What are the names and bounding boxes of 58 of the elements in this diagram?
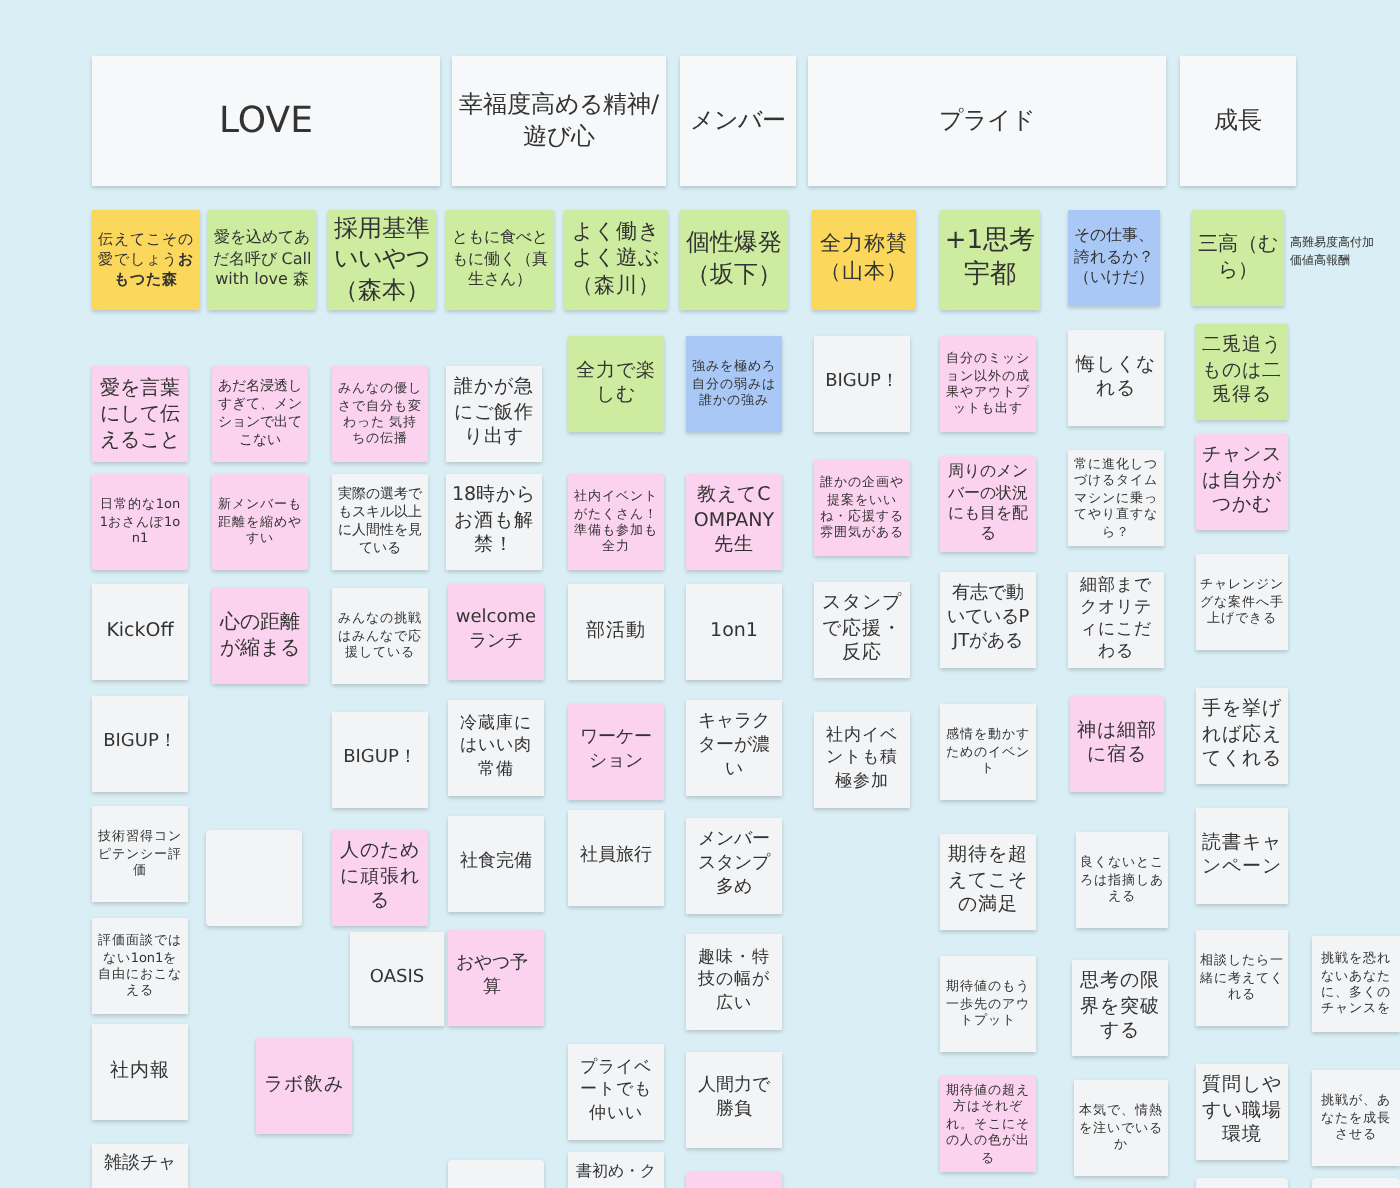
sticky-note: 愛を込めてあだ名呼び Call with love 森 bbox=[208, 210, 316, 310]
sticky-note: 社内報 bbox=[92, 1024, 188, 1120]
sticky-note: ともに食べともに働く（真生さん） bbox=[446, 210, 554, 310]
sticky-note: 神は細部に宿る bbox=[1070, 696, 1164, 792]
sticky-note: その仕事、誇れるか？（いけだ） bbox=[1068, 210, 1160, 306]
sticky-note: 人間力で勝負 bbox=[686, 1052, 782, 1148]
header-card: メンバー bbox=[680, 56, 796, 186]
sticky-note: 趣味・特技の幅が広い bbox=[686, 934, 782, 1030]
sticky-note: 個性爆発（坂下） bbox=[680, 210, 788, 310]
sticky-note: 社内イベントも積極参加 bbox=[814, 712, 910, 808]
sticky-note: welcomeランチ bbox=[448, 584, 544, 680]
sticky-note: 全力称賛（山本） bbox=[812, 210, 916, 310]
sticky-note: 冷蔵庫にはいい肉常備 bbox=[448, 700, 544, 796]
sticky-note: 採用基準いいやつ（森本） bbox=[328, 210, 436, 310]
sticky-note: 有志で動いているPJTがある bbox=[940, 572, 1036, 668]
sticky-note: 1on1 bbox=[686, 584, 782, 680]
sticky-note: 質問しやすい職場環境 bbox=[1196, 1064, 1288, 1160]
sticky-note: OASIS bbox=[350, 932, 444, 1026]
sticky-note: 悔しくなれる bbox=[1068, 330, 1164, 426]
sticky-note: 手を挙げれば応えてくれる bbox=[1196, 688, 1288, 784]
sticky-note: BIGUP！ bbox=[332, 712, 428, 808]
sticky-note: 教えてCOMPANY先生 bbox=[686, 474, 782, 570]
sticky-note: 部活動 bbox=[568, 584, 664, 680]
header-card: 成長 bbox=[1180, 56, 1296, 186]
sticky-note: 社食完備 bbox=[448, 816, 544, 912]
sticky-note: 読書キャンペーン bbox=[1196, 808, 1288, 904]
sticky-note: ラボ飲み bbox=[256, 1038, 352, 1134]
sticky-note: 人のために頑張れる bbox=[332, 830, 428, 926]
sticky-note: ワーケーション bbox=[568, 704, 664, 800]
sticky-note: おやつ予算 bbox=[448, 930, 544, 1026]
sticky-note: BIGUP！ bbox=[814, 336, 910, 432]
header-card: LOVE bbox=[92, 56, 440, 186]
sticky-note: 二兎追うものは二兎得る bbox=[1196, 324, 1288, 420]
sticky-note: 書初め・ク bbox=[568, 1152, 664, 1188]
sticky-note bbox=[206, 830, 302, 926]
sticky-note: 期待を超えてこその満足 bbox=[940, 834, 1036, 930]
sticky-note: 社員旅行 bbox=[568, 810, 664, 906]
sticky-note: 誰かが急にご飯作り出す bbox=[446, 366, 542, 462]
sticky-note: 三高（むら） bbox=[1192, 210, 1284, 306]
header-card: プライド bbox=[808, 56, 1166, 186]
sticky-note: 細部までクオリティにこだわる bbox=[1068, 572, 1164, 668]
sticky-note: メンバースタンプ多め bbox=[686, 818, 782, 914]
sticky-note: スタンプで応援・反応 bbox=[814, 582, 910, 678]
sticky-note: 18時からお酒も解禁！ bbox=[446, 474, 542, 570]
sticky-note: チャンスは自分がつかむ bbox=[1196, 434, 1288, 530]
sticky-note: キャラクターが濃い bbox=[686, 700, 782, 796]
sticky-note: 雑談チャ bbox=[92, 1144, 188, 1188]
header-card: 幸福度高める精神/遊び心 bbox=[452, 56, 666, 186]
sticky-note: KickOff bbox=[92, 584, 188, 680]
sticky-note: +1思考宇都 bbox=[940, 210, 1040, 310]
sticky-note: 全力で楽しむ bbox=[568, 336, 664, 432]
sticky-note: 愛を言葉にして伝えること bbox=[92, 366, 188, 462]
sticky-note: 心の距離が縮まる bbox=[212, 588, 308, 684]
sticky-note: 思考の限界を突破する bbox=[1072, 960, 1168, 1056]
sticky-note: よく働きよく遊ぶ（森川） bbox=[564, 210, 668, 310]
sticky-note: プライベートでも仲いい bbox=[568, 1044, 664, 1140]
sticky-note: 周りのメンバーの状況にも目を配る bbox=[940, 456, 1036, 552]
sticky-note: BIGUP！ bbox=[92, 696, 188, 792]
